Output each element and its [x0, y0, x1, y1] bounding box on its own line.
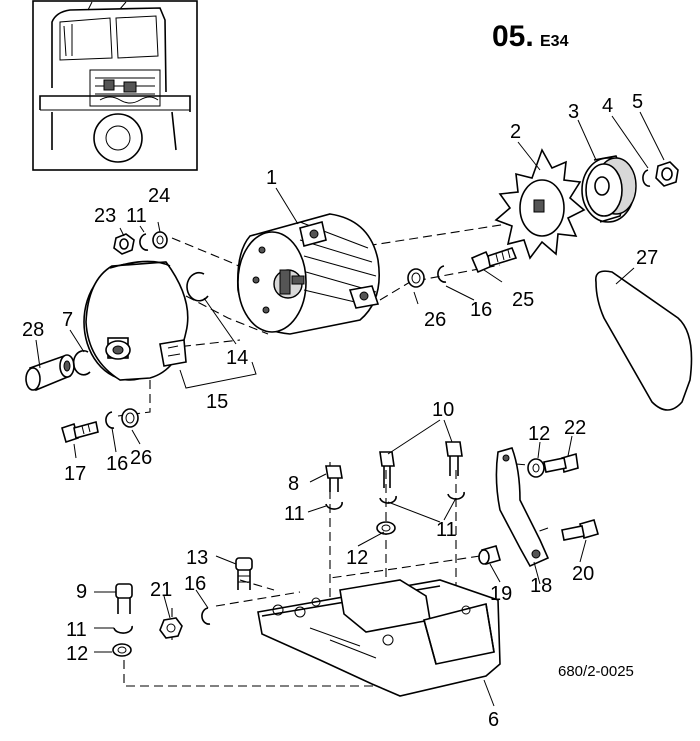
label-part-20: 20: [572, 563, 594, 585]
bolt-part-10b: [445, 441, 463, 476]
label-part-12-mid: 12: [346, 547, 368, 569]
bolt-part-9: [115, 583, 133, 614]
label-part-13: 13: [186, 547, 208, 569]
label-part-14: 14: [226, 347, 248, 369]
label-part-26-upper: 26: [424, 309, 446, 331]
label-part-26-lower: 26: [130, 447, 152, 469]
label-part-24: 24: [148, 185, 170, 207]
pulley-part-3: [581, 155, 637, 223]
bolt-part-17: [61, 421, 99, 444]
label-part-11-mid-right: 11: [436, 519, 457, 541]
mounting-bracket-part-6: [257, 579, 501, 697]
bolt-part-10a: [379, 451, 395, 488]
washer-part-26-lower: [121, 408, 139, 428]
nut-part-23: [113, 233, 135, 255]
nut-part-21: [159, 617, 183, 639]
washer-part-12-mid: [376, 521, 396, 535]
label-part-22: 22: [564, 417, 586, 439]
truck-locator-inset: [32, 0, 198, 171]
spring-washer-11-lower: [113, 625, 133, 634]
rear-cover-assembly: [83, 260, 189, 381]
bushing-part-28: [25, 354, 75, 392]
label-part-16-lower: 16: [106, 453, 128, 475]
spring-washer-part-16-bottom: [201, 607, 211, 625]
bolt-part-25: [470, 247, 518, 274]
washer-part-12-right: [527, 458, 545, 478]
label-part-25: 25: [512, 289, 534, 311]
drawing-reference: 680/2-0025: [558, 663, 634, 680]
label-part-11-mid-left: 11: [284, 503, 305, 525]
label-part-11-top: 11: [126, 205, 147, 227]
alternator-part-1: [236, 213, 380, 335]
label-part-28: 28: [22, 319, 44, 341]
tension-bracket-part-18: [495, 447, 550, 568]
snap-ring-part-14: [186, 271, 209, 302]
label-part-21: 21: [150, 579, 172, 601]
label-part-9: 9: [76, 581, 87, 603]
label-part-12-lower: 12: [66, 643, 88, 665]
label-part-5: 5: [632, 91, 643, 113]
label-part-16-bottom: 16: [184, 573, 206, 595]
label-part-2: 2: [510, 121, 521, 143]
washer-part-26-upper: [407, 268, 425, 288]
label-part-11-lower: 11: [66, 619, 87, 641]
section-subcode: E34: [540, 33, 569, 50]
label-part-8: 8: [288, 473, 299, 495]
label-part-4: 4: [602, 95, 613, 117]
v-belt-part-27: [595, 270, 693, 411]
spring-washer-11-mid-a: [325, 501, 343, 510]
section-number: 05.: [492, 20, 534, 53]
washer-part-4: [642, 169, 651, 187]
label-part-3: 3: [568, 101, 579, 123]
spring-washer-11-mid-c: [447, 491, 465, 500]
label-part-1: 1: [266, 167, 277, 189]
spring-washer-part-16-upper: [437, 265, 447, 283]
bolt-part-8: [325, 465, 343, 492]
screw-part-13: [235, 557, 253, 590]
label-part-7: 7: [62, 309, 73, 331]
bolt-part-22: [543, 452, 579, 474]
label-part-16-upper: 16: [470, 299, 492, 321]
label-part-6: 6: [488, 709, 499, 731]
nut-part-5: [655, 161, 679, 187]
fan-part-2: [494, 148, 586, 260]
spring-washer-part-16-lower: [105, 411, 115, 429]
label-part-19: 19: [490, 583, 512, 605]
circlip-part-7: [72, 349, 91, 376]
label-part-27: 27: [636, 247, 658, 269]
label-part-18: 18: [530, 575, 552, 597]
washer-part-24: [152, 231, 168, 249]
label-part-12-right: 12: [528, 423, 550, 445]
label-part-15: 15: [206, 391, 228, 413]
leader-lines: [35, 111, 665, 707]
label-part-17: 17: [64, 463, 86, 485]
washer-part-12-lower: [112, 643, 132, 657]
label-part-10: 10: [432, 399, 454, 421]
part-number-labels: 1 2 3 4 5 6 7 8 9 10 11 11 11 11 12 12 1…: [22, 91, 658, 731]
bolt-part-20: [561, 519, 599, 541]
label-part-23: 23: [94, 205, 116, 227]
spacer-part-19: [478, 545, 501, 565]
spring-washer-part-11-top: [139, 233, 149, 251]
